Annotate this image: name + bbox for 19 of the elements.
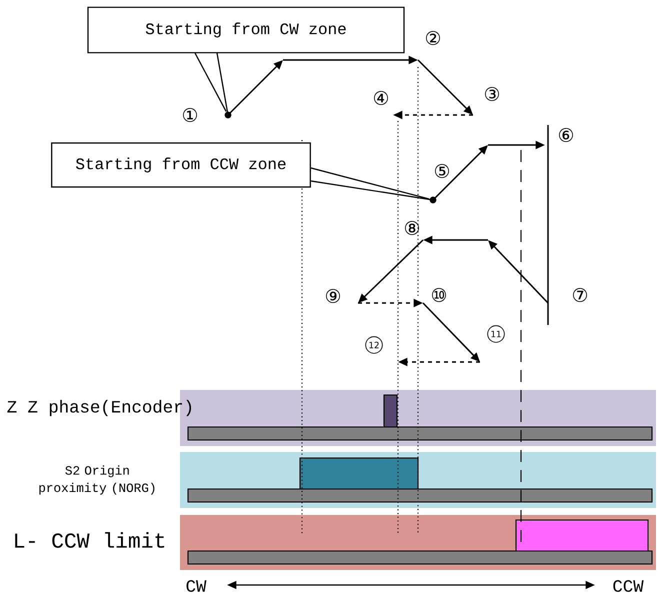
direction-label: CCW [613, 580, 644, 592]
step-number: ④ [374, 91, 388, 105]
step-number: ③ [485, 87, 499, 101]
callout-box: Starting from CW zone [87, 6, 405, 54]
step-number: ① [183, 108, 197, 122]
step-number: ② [426, 31, 440, 45]
step-number: ⑨ [326, 289, 340, 303]
signal-name: Z Z phase(Encoder) [7, 400, 192, 416]
step-number: ⑦ [573, 288, 587, 302]
step-number: ⑩ [432, 288, 446, 302]
step-number: 11 [487, 325, 505, 343]
step-number: ⑤ [435, 164, 449, 178]
step-number: ⑥ [559, 128, 573, 142]
step-number: ⑧ [405, 221, 419, 235]
direction-label: CW [186, 580, 206, 592]
step-number: 12 [365, 336, 383, 354]
callout-box: Starting from CCW zone [51, 142, 311, 188]
signal-name: S2 Origin proximity (NORG) [39, 465, 154, 495]
signal-name: L- CCW limit [15, 532, 164, 548]
